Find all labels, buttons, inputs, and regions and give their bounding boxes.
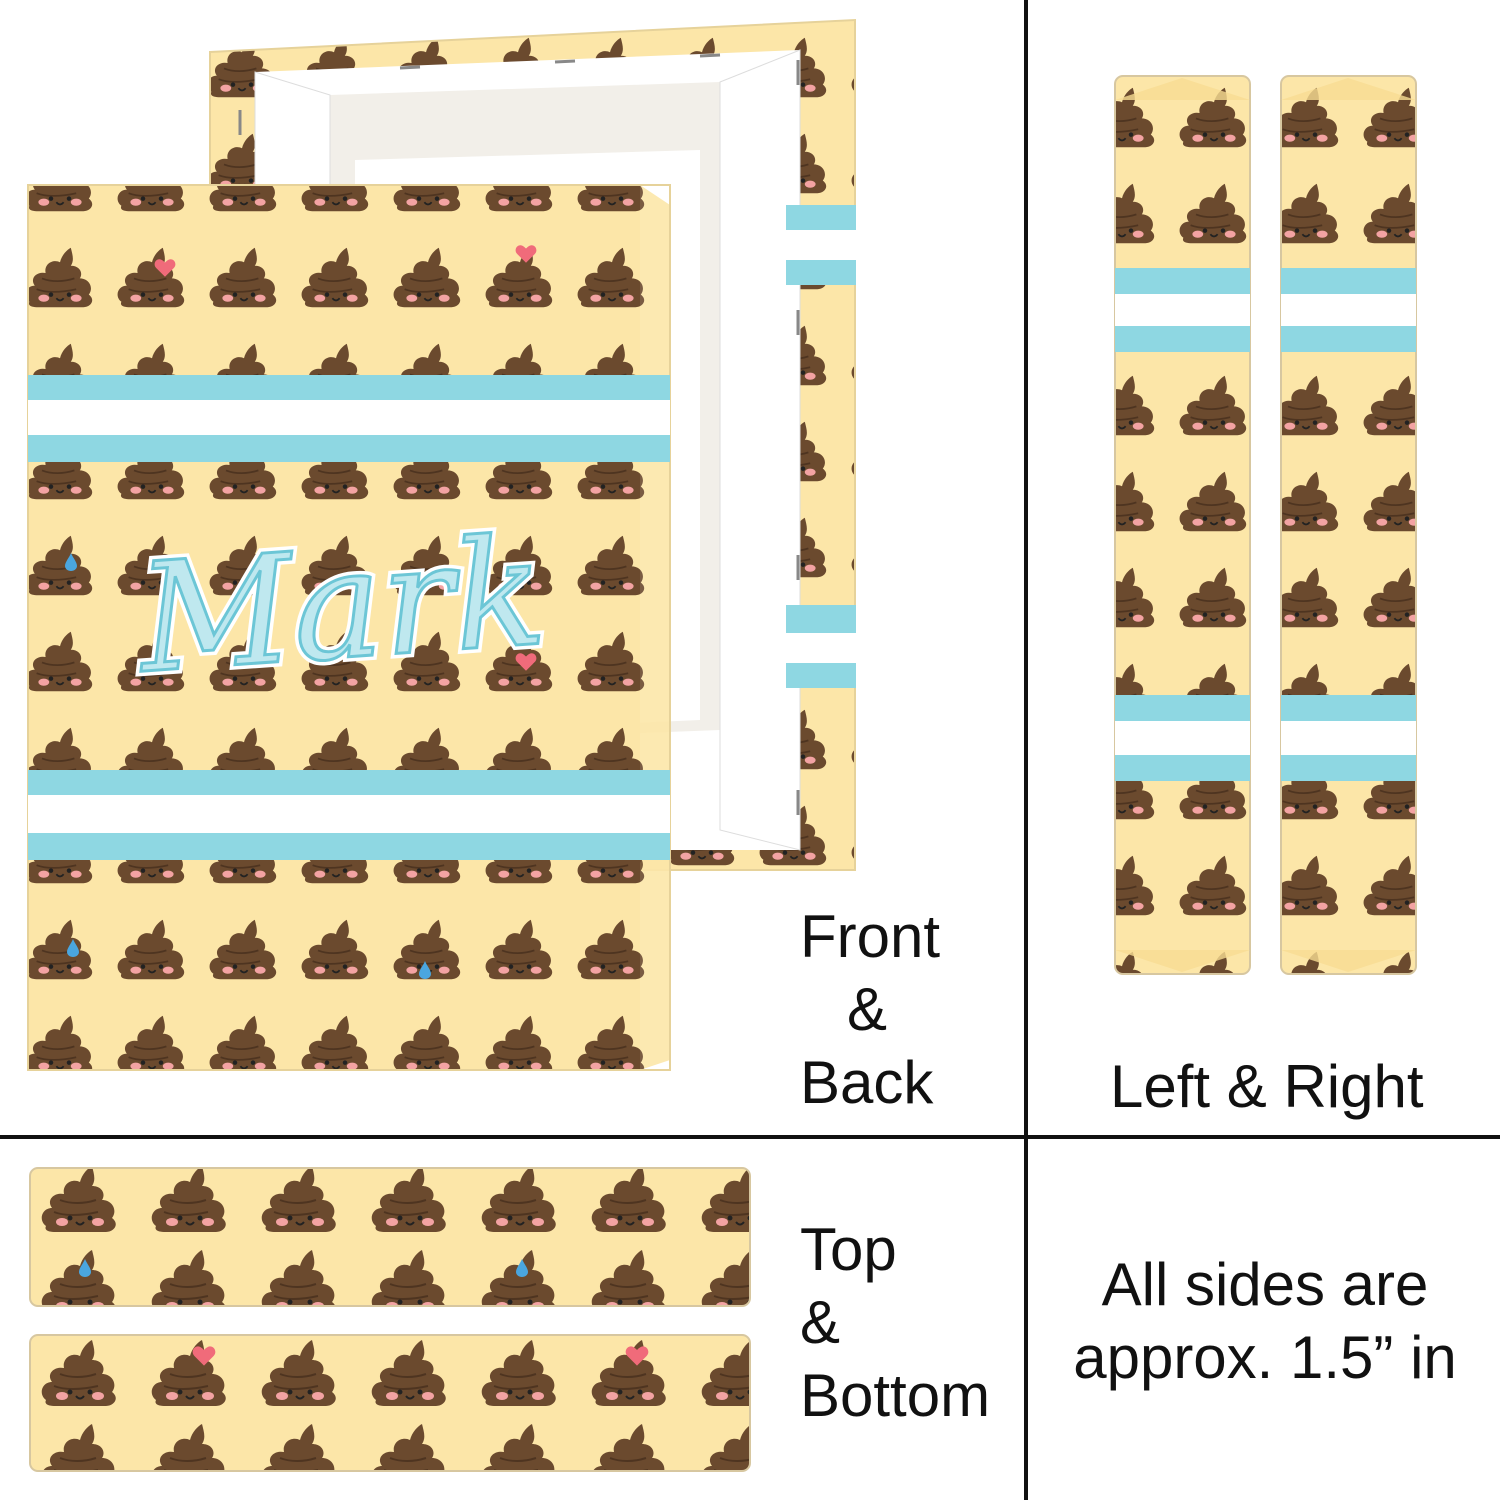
bottom-label: Bottom — [800, 1362, 991, 1430]
personalized-name-outline: Mark — [131, 505, 551, 707]
front-back-label: Front & Back — [800, 900, 940, 1120]
back-label: Back — [800, 1049, 934, 1117]
vertical-divider — [1024, 0, 1028, 1500]
front-label: Front — [800, 903, 941, 970]
size-note-line-1: All sides are — [1101, 1251, 1429, 1318]
top-bottom-strips — [29, 1167, 751, 1472]
personalized-name: Mark — [131, 505, 551, 707]
size-note-line-2: approx. 1.5” in — [1073, 1324, 1457, 1392]
top-bottom-label: Top & Bottom — [800, 1213, 990, 1433]
left-right-label: Left & Right — [1110, 1053, 1424, 1120]
side-strips — [1114, 75, 1417, 975]
ampersand: & — [800, 1289, 841, 1357]
ampersand: & — [847, 976, 888, 1044]
canvas-front-view — [27, 184, 671, 1071]
horizontal-divider — [0, 1135, 1500, 1139]
size-note: All sides are approx. 1.5” in — [1060, 1248, 1470, 1394]
top-label: Top — [800, 1216, 897, 1283]
